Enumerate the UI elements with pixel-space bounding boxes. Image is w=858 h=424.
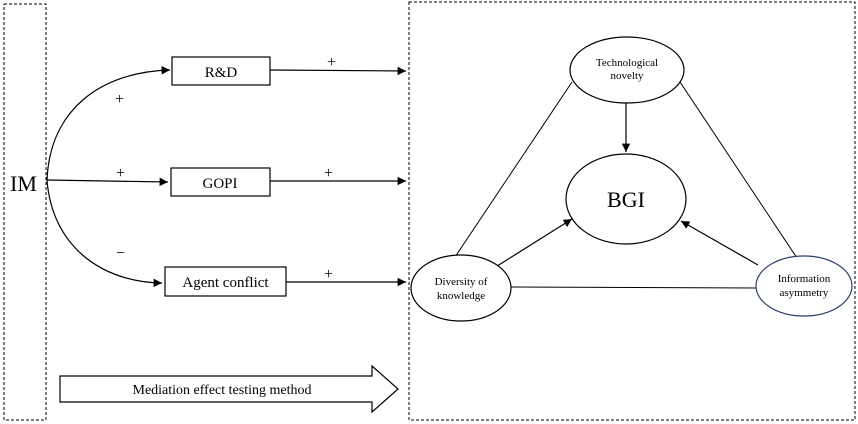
edge-left-right	[510, 286, 757, 289]
outcome-sign-gopi: +	[324, 165, 333, 182]
node-right-label-1: Information	[778, 273, 831, 285]
edge-top-left	[452, 81, 573, 261]
path-sign-agent: −	[116, 245, 125, 262]
path-sign-gopi: +	[116, 165, 125, 182]
im-panel	[3, 3, 47, 421]
mediator-label-gopi: GOPI	[202, 176, 237, 192]
bgi-panel	[408, 1, 856, 421]
node-top-label-1: Technological	[596, 57, 658, 69]
arrow-left-to-center	[493, 218, 573, 269]
method-block-arrow	[59, 364, 399, 414]
node-technological-novelty	[569, 36, 685, 104]
node-information-asymmetry	[755, 255, 853, 317]
method-arrow-label: Mediation effect testing method	[133, 383, 312, 398]
edge-top-right	[679, 81, 798, 259]
im-to-agent-curve	[46, 179, 163, 288]
mediator-label-agent: Agent conflict	[182, 275, 269, 291]
node-right-label-2: asymmetry	[780, 287, 829, 299]
node-left-label-1: Diversity of	[435, 276, 488, 288]
im-to-gopi-line	[46, 177, 169, 187]
im-label: IM	[10, 171, 37, 196]
mediator-box-gopi	[170, 167, 271, 197]
mediator-label-rd: R&D	[205, 65, 238, 81]
mediator-box-rd	[171, 56, 271, 86]
arrow-right-to-center	[680, 220, 759, 266]
node-top-label-2: novelty	[611, 70, 644, 82]
mediator-box-agent	[164, 266, 287, 297]
rd-to-outcome-arrow	[269, 66, 407, 76]
node-bgi	[565, 153, 687, 245]
path-sign-rd: +	[115, 91, 124, 108]
outcome-sign-agent: +	[324, 266, 333, 283]
node-diversity-of-knowledge	[410, 254, 512, 322]
im-to-rd-curve	[46, 66, 171, 181]
node-left-label-2: knowledge	[437, 290, 485, 302]
outcome-sign-rd: +	[327, 54, 336, 71]
node-bgi-label: BGI	[607, 187, 645, 212]
